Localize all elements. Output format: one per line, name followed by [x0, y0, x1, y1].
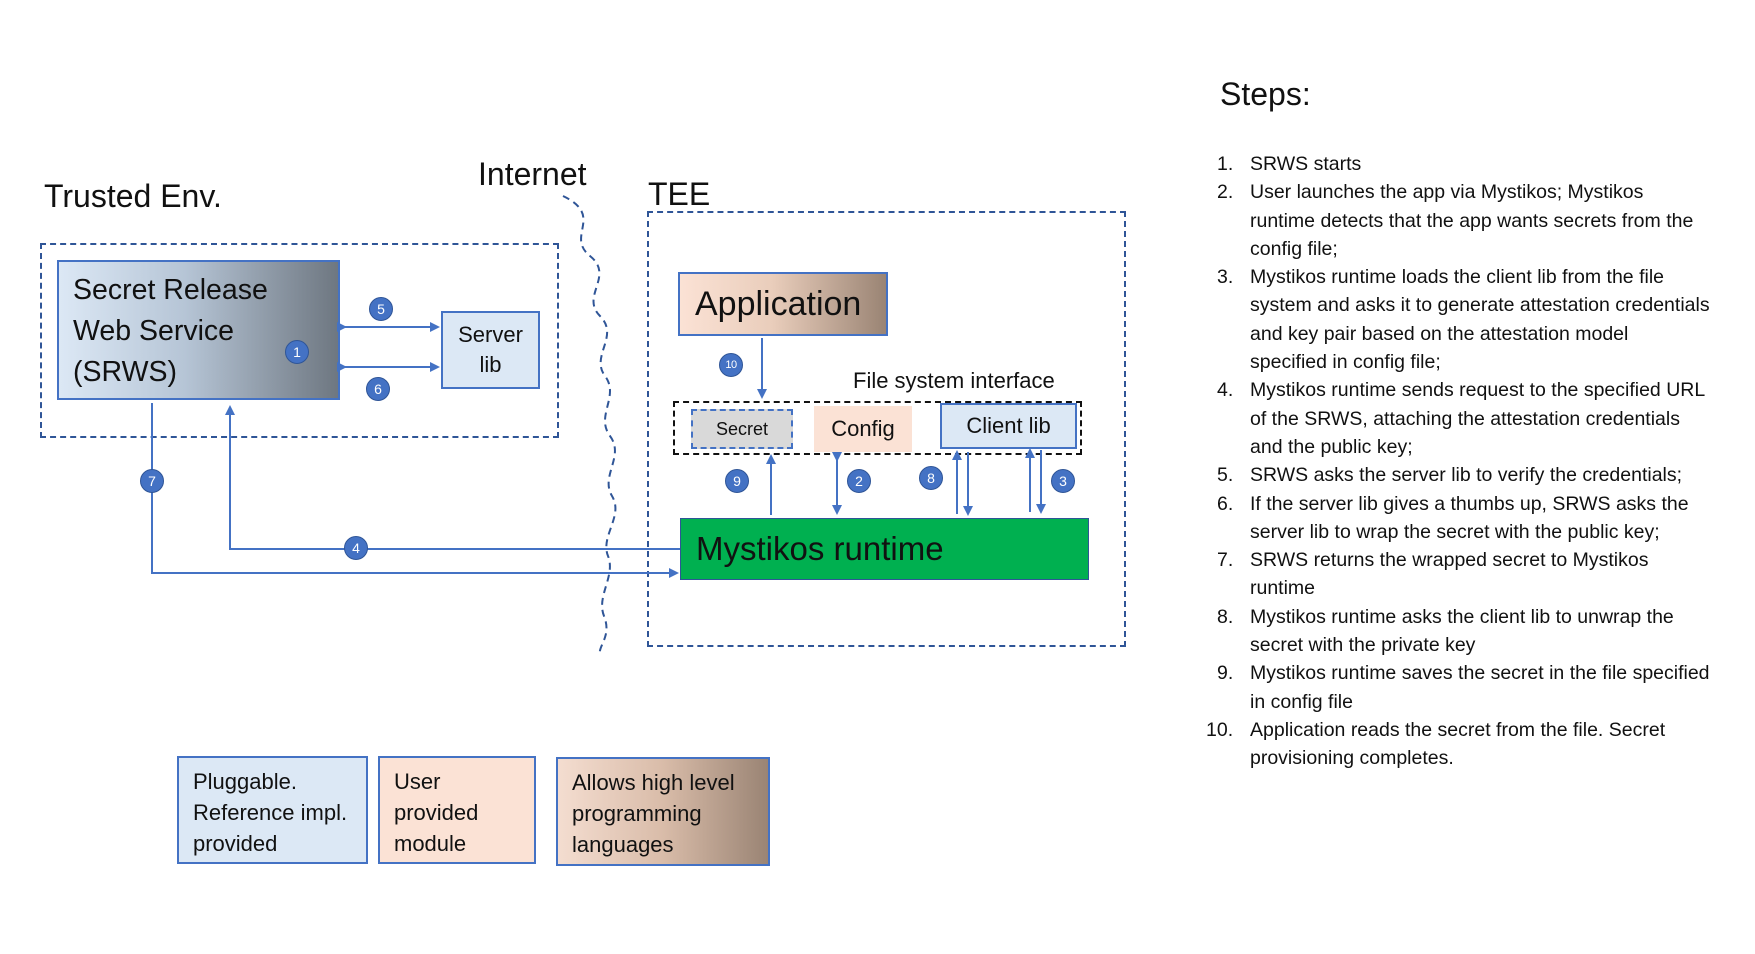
badge-1: 1 — [285, 340, 309, 364]
step-item: 3.Mystikos runtime loads the client lib … — [1217, 266, 1710, 374]
badge-10: 10 — [719, 353, 743, 377]
badge-9: 9 — [725, 469, 749, 493]
step-item: 6.If the server lib gives a thumbs up, S… — [1217, 492, 1689, 543]
step-item: 9.Mystikos runtime saves the secret in t… — [1217, 662, 1710, 713]
step-item: 2.User launches the app via Mystikos; My… — [1217, 181, 1694, 260]
srws-label: Secret Release Web Service (SRWS) — [73, 274, 268, 388]
legend-high-level: Allows high level programming languages — [556, 757, 770, 866]
secret-label: Secret — [715, 418, 769, 439]
badge-8: 8 — [919, 466, 943, 490]
badge-5: 5 — [369, 297, 393, 321]
mystikos-runtime-label: Mystikos runtime — [696, 530, 944, 567]
step-item: 10.Application reads the secret from the… — [1206, 718, 1666, 770]
application-label: Application — [695, 284, 862, 323]
badge-7: 7 — [140, 469, 164, 493]
badge-4: 4 — [344, 536, 368, 560]
client-lib-label: Client lib — [966, 413, 1051, 438]
fs-interface-region — [673, 401, 1082, 455]
secret-box[interactable]: Secret — [691, 409, 793, 449]
arrow-7 — [151, 403, 679, 578]
tee-region — [647, 211, 1126, 647]
legend-user-provided-label: User provided module — [394, 769, 479, 856]
step-item: 7.SRWS returns the wrapped secret to Mys… — [1217, 549, 1649, 600]
steps-title: Steps: — [1220, 76, 1311, 112]
arrow-4 — [225, 405, 680, 550]
step-item: 5.SRWS asks the server lib to verify the… — [1217, 464, 1683, 487]
client-lib-box[interactable]: Client lib — [940, 403, 1077, 449]
internet-boundary — [562, 195, 617, 655]
badge-6: 6 — [366, 377, 390, 401]
steps-list: 1.SRWS starts 2.User launches the app vi… — [1206, 150, 1710, 773]
legend-pluggable: Pluggable. Reference impl. provided — [177, 756, 368, 864]
server-lib-box[interactable]: Server lib — [441, 311, 540, 389]
step-item: 4.Mystikos runtime sends request to the … — [1217, 379, 1705, 458]
trusted-env-label: Trusted Env. — [44, 178, 222, 214]
application-box[interactable]: Application — [678, 272, 888, 336]
mystikos-runtime-box[interactable]: Mystikos runtime — [680, 518, 1089, 580]
fs-interface-label: File system interface — [853, 368, 1055, 393]
tee-label: TEE — [648, 176, 711, 212]
legend-pluggable-label: Pluggable. Reference impl. provided — [193, 769, 348, 856]
internet-label: Internet — [478, 156, 587, 192]
legend-user-provided: User provided module — [378, 756, 536, 864]
badge-2: 2 — [847, 469, 871, 493]
config-label: Config — [831, 416, 895, 441]
step-item: 1.SRWS starts — [1217, 153, 1362, 175]
legend-high-level-label: Allows high level programming languages — [572, 770, 735, 857]
server-lib-label: Server lib — [458, 322, 523, 377]
config-box[interactable]: Config — [814, 406, 912, 452]
badge-3: 3 — [1051, 469, 1075, 493]
trusted-env-region — [40, 243, 559, 438]
srws-box[interactable]: Secret Release Web Service (SRWS) — [57, 260, 340, 400]
step-item: 8.Mystikos runtime asks the client lib t… — [1217, 605, 1674, 657]
